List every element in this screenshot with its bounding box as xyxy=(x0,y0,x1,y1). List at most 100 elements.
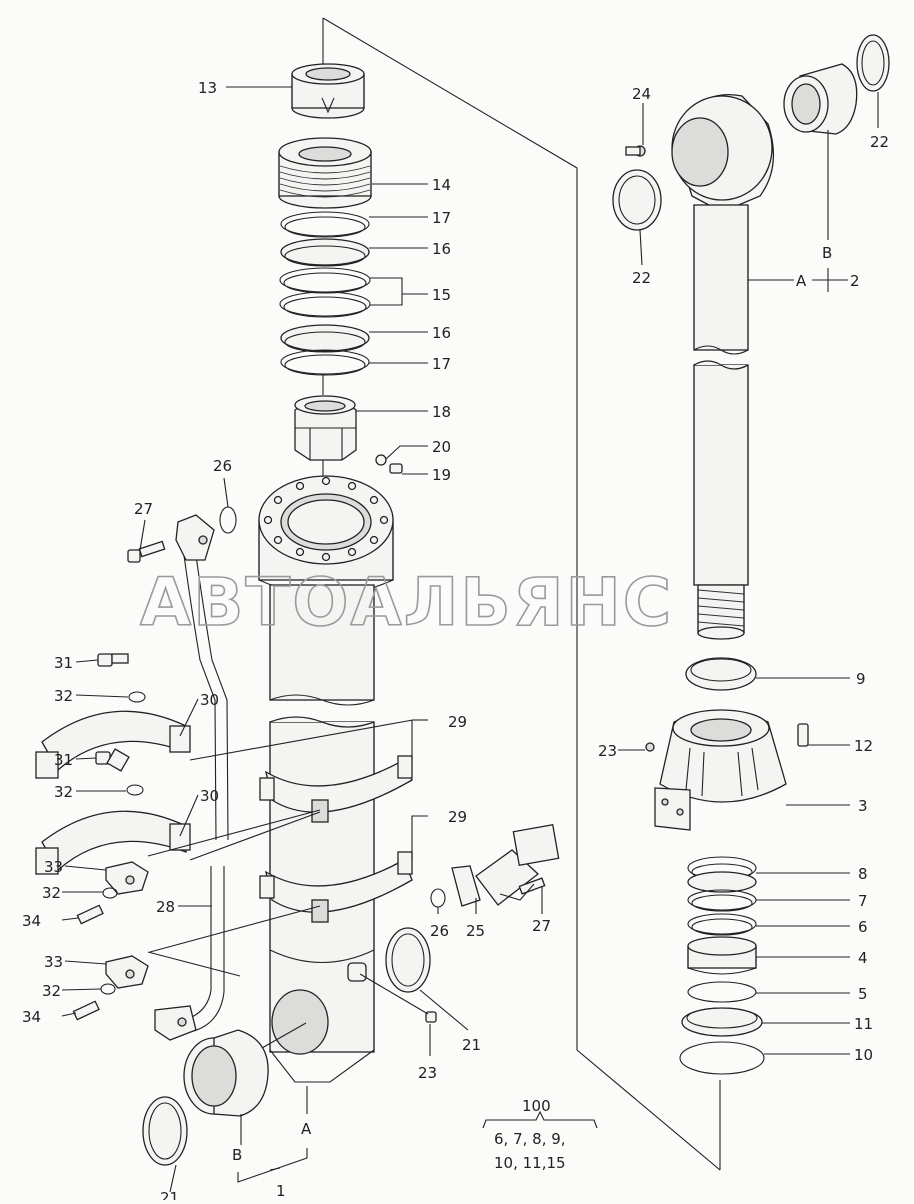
callout-32-a: 32 xyxy=(54,687,73,705)
label-tube-b: B xyxy=(232,1146,242,1164)
bolt-34-a xyxy=(76,904,104,925)
callout-32-c: 32 xyxy=(42,884,61,902)
clamp-block-33-a xyxy=(105,861,149,895)
cylinder-tube-upper xyxy=(269,584,375,706)
oring-26 xyxy=(430,888,446,908)
callout-5: 5 xyxy=(858,985,868,1003)
seal-22-left xyxy=(612,169,662,231)
kit-line-2: 10, 11,15 xyxy=(494,1154,566,1172)
seal-rings-stack xyxy=(279,211,371,376)
part-13-dust-seal xyxy=(291,63,365,119)
washer-32-d xyxy=(100,983,116,995)
callout-17-bottom: 17 xyxy=(432,355,451,373)
grease-nipple-23-a xyxy=(425,1011,437,1023)
callout-33-b: 33 xyxy=(44,953,63,971)
callout-23-lower: 23 xyxy=(418,1064,437,1082)
callout-19: 19 xyxy=(432,466,451,484)
callout-34-a: 34 xyxy=(22,912,41,930)
bolt-31-b xyxy=(95,748,130,772)
callout-31-a: 31 xyxy=(54,654,73,672)
label-rod-a: A xyxy=(796,272,807,290)
label-tube-a: A xyxy=(301,1120,312,1138)
label-tube-1: 1 xyxy=(276,1182,286,1200)
callout-25: 25 xyxy=(466,922,485,940)
leader-lines xyxy=(61,86,879,1193)
callout-34-b: 34 xyxy=(22,1008,41,1026)
callout-3: 3 xyxy=(858,797,868,815)
callout-20: 20 xyxy=(432,438,451,456)
callout-31-b: 31 xyxy=(54,751,73,769)
part-18-nut xyxy=(294,395,403,474)
callout-23-upper: 23 xyxy=(598,742,617,760)
ring-9 xyxy=(685,657,757,691)
callout-11: 11 xyxy=(854,1015,873,1033)
callout-21-middle: 21 xyxy=(462,1036,481,1054)
part-14-rod-cover xyxy=(278,137,372,209)
callout-30-a: 30 xyxy=(200,691,219,709)
callout-10: 10 xyxy=(854,1046,873,1064)
kit-number: 100 xyxy=(522,1097,551,1115)
callout-29-a: 29 xyxy=(448,713,467,731)
callout-4: 4 xyxy=(858,949,868,967)
seal-21-lower xyxy=(142,1096,188,1166)
grease-nipple-24-body xyxy=(625,146,641,156)
washer-32-c xyxy=(102,887,118,899)
screw-12 xyxy=(797,723,809,747)
callout-8: 8 xyxy=(858,865,868,883)
callout-27-lower: 27 xyxy=(532,917,551,935)
callout-22-left: 22 xyxy=(632,269,651,287)
callout-labels: 13 14 17 16 15 16 17 18 20 19 26 27 31 3… xyxy=(22,79,889,1204)
washer-32-a xyxy=(128,691,146,703)
pipe-28-lower xyxy=(154,866,225,1041)
band-clamp-upper xyxy=(259,755,413,823)
callout-33-a: 33 xyxy=(44,858,63,876)
callout-16-top: 16 xyxy=(432,240,451,258)
pipe-upper xyxy=(175,514,229,841)
clamp-block-33-b xyxy=(105,955,149,989)
callout-14: 14 xyxy=(432,176,451,194)
piston-seal-stack xyxy=(679,856,765,1075)
watermark: АВТОАЛЬЯНС xyxy=(140,564,673,641)
valve-block-25 xyxy=(219,506,560,908)
callout-29-b: 29 xyxy=(448,808,467,826)
callout-32-b: 32 xyxy=(54,783,73,801)
callout-26-lower: 26 xyxy=(430,922,449,940)
bolt-34-b xyxy=(72,1000,100,1021)
cylinder-head-flange xyxy=(258,475,394,596)
callout-30-b: 30 xyxy=(200,787,219,805)
callout-7: 7 xyxy=(858,892,868,910)
callout-12: 12 xyxy=(854,737,873,755)
bolt-31-a xyxy=(97,653,129,667)
callout-6: 6 xyxy=(858,918,868,936)
kit-line-1: 6, 7, 8, 9, xyxy=(494,1130,566,1148)
callout-28: 28 xyxy=(156,898,175,916)
piston-rod xyxy=(693,204,749,640)
callout-13: 13 xyxy=(198,79,217,97)
callout-22-right: 22 xyxy=(870,133,889,151)
callout-32-d: 32 xyxy=(42,982,61,1000)
rod-bushing xyxy=(783,63,858,135)
bolt-27-upper xyxy=(127,540,166,563)
callout-15: 15 xyxy=(432,286,451,304)
callout-16-bottom: 16 xyxy=(432,324,451,342)
assembly-guide-lines xyxy=(322,17,721,1171)
oring-26-upper xyxy=(219,506,237,534)
label-rod-b: B xyxy=(822,244,832,262)
callout-26-upper: 26 xyxy=(213,457,232,475)
callout-27-upper: 27 xyxy=(134,500,153,518)
callout-2: 2 xyxy=(850,272,860,290)
bushing-lower xyxy=(183,1029,269,1117)
callout-18: 18 xyxy=(432,403,451,421)
callout-24: 24 xyxy=(632,85,651,103)
callout-21-lower: 21 xyxy=(160,1189,179,1200)
rod-eye xyxy=(625,93,774,213)
saddle-bracket-lower xyxy=(35,810,191,875)
saddle-bracket-upper xyxy=(35,710,191,779)
piston-3 xyxy=(645,709,809,831)
grease-nipple-23-b xyxy=(645,742,655,752)
washer-32-b xyxy=(126,784,144,796)
seal-21-middle xyxy=(385,927,431,993)
callout-9: 9 xyxy=(856,670,866,688)
